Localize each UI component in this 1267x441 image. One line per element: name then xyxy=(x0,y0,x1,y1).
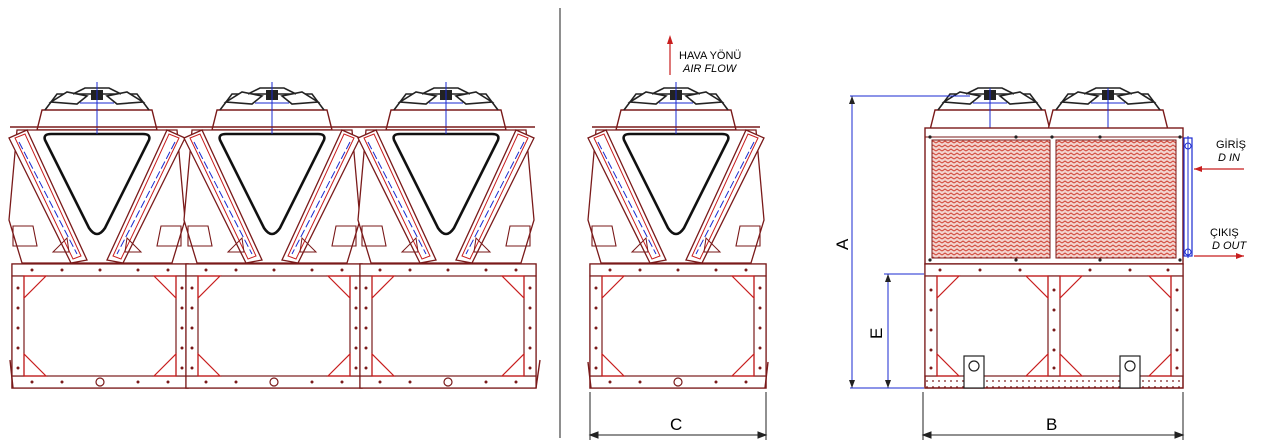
dimension-e-label: E xyxy=(867,328,886,339)
dimension-b-line xyxy=(921,392,1185,440)
dimension-c-line xyxy=(588,392,768,440)
dimension-b-label: B xyxy=(1046,415,1057,434)
coil-panel-right xyxy=(1055,139,1177,259)
dimension-e-line xyxy=(884,273,924,389)
outlet-label-tr: ÇIKIŞ xyxy=(1210,227,1239,239)
outlet-label-en: D OUT xyxy=(1212,240,1248,252)
front-view-three-modules xyxy=(7,82,541,389)
end-view: HAVA YÖNÜ AIR FLOW C xyxy=(586,35,769,440)
dimension-a-label: A xyxy=(833,238,852,250)
side-view-coils: GİRİŞ D IN ÇIKIŞ D OUT A E B xyxy=(833,87,1248,440)
dimension-c-label: C xyxy=(670,415,682,434)
airflow-label-en: AIR FLOW xyxy=(682,63,738,75)
inlet-label-tr: GİRİŞ xyxy=(1216,138,1246,151)
coil-panel-left xyxy=(931,139,1051,259)
inlet-label-en: D IN xyxy=(1218,152,1240,164)
airflow-label-tr: HAVA YÖNÜ xyxy=(679,50,741,62)
